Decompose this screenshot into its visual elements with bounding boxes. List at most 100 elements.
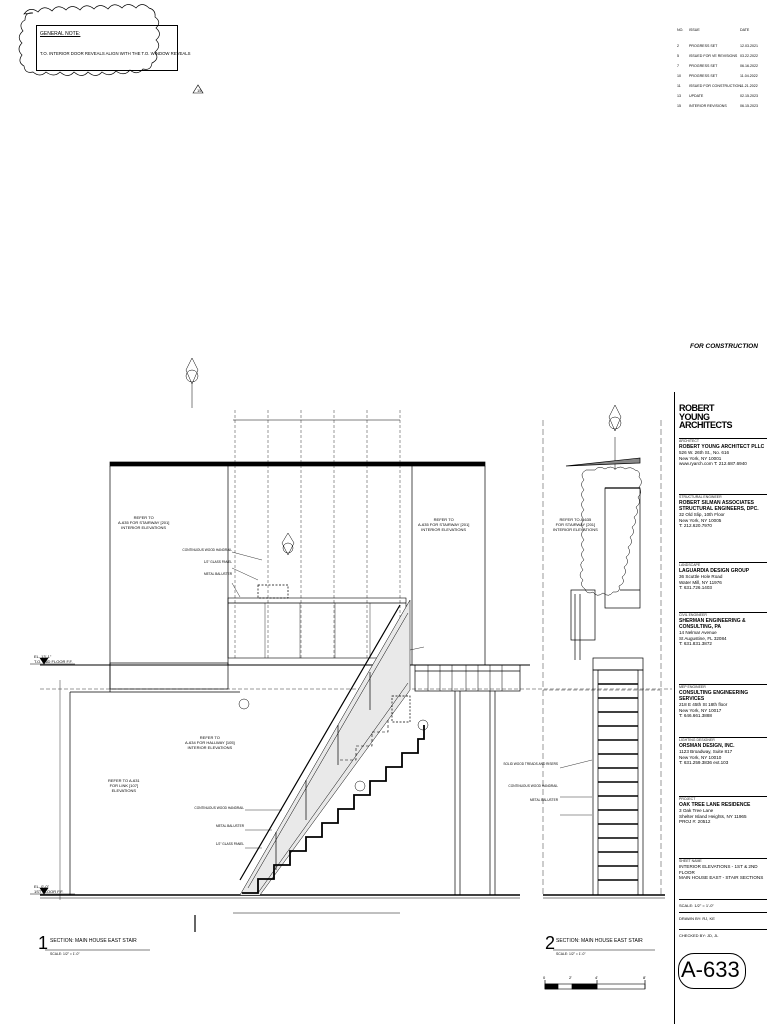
address-line: 36 Scuttle Hole Road (679, 574, 723, 579)
checked-by-info: CHECKED BY: JD, JL (679, 929, 767, 938)
note-handrail: CONTINUOUS WOOD HANDRAIL (194, 806, 244, 810)
revision-issue: INTERIOR REVISIONS (689, 104, 727, 108)
sheet-name-line: INTERIOR ELEVATIONS - 1ST & 2ND FLOOR (679, 864, 758, 875)
note-glass: 1/2" GLASS PANEL (203, 560, 232, 564)
sheet-number: A-633 (681, 957, 740, 982)
section-heading: CIVIL ENGINEER (679, 613, 707, 617)
ref-line: REFER TO (133, 515, 154, 520)
revision-date: 03.22.2022 (740, 54, 758, 58)
revision-row: 2 PROGRESS SET 12.03.2021 (674, 44, 768, 54)
revision-no: 10 (677, 74, 681, 78)
general-note-text: T.O. INTERIOR DOOR REVEALS ALIGN WITH TH… (40, 51, 191, 56)
revision-header-date: DATE (740, 28, 750, 32)
ref-stairway-left: REFER TO A-635 FOR STAIRWAY [201] INTERI… (118, 515, 169, 530)
address-line: St Augustine, FL 32084 (679, 635, 727, 641)
firm-name: ROBERT YOUNG ARCHITECT PLLC (679, 444, 765, 450)
logo-line: ROBERT (679, 403, 715, 413)
note-handrail: CONTINUOUS WOOD HANDRAIL (508, 784, 558, 788)
ref-line: FOR STAIRWAY [201] (555, 522, 596, 527)
general-note-box: GENERAL NOTE: T.O. INTERIOR DOOR REVEALS… (36, 25, 191, 71)
section-heading: SHEET NAME (679, 859, 702, 863)
note-revision-tag: 15 (197, 88, 202, 93)
revision-issue: PROGRESS SET (689, 44, 718, 48)
ref-line: REFER TO A-631 (108, 778, 140, 783)
ref-line: REFER TO (433, 517, 454, 522)
note-baluster: METAL BALUSTER (530, 798, 558, 802)
address-line: 526 W. 26th St., No. 616 (679, 450, 730, 455)
revision-header-issue: ISSUE (689, 28, 700, 32)
level-second-floor: EL. 13'-1" T.O. 2ND FLOOR F.F. (34, 654, 74, 664)
revision-no: 13 (677, 94, 681, 98)
project-info: PROJECT OAK TREE LANE RESIDENCE 3 Oak Tr… (679, 796, 767, 825)
revision-date: 12.03.2021 (740, 44, 758, 48)
level-label: 1ST FLOOR F.F. (34, 889, 64, 894)
ref-line: REFER TO A-635 (559, 517, 592, 522)
contact-line: T: 646.661.3888 (679, 713, 712, 719)
contact-line: T: 631.259.3836 ext.103 (679, 760, 729, 766)
revision-no: 15 (677, 104, 681, 108)
ref-line: REFER TO (199, 735, 220, 740)
revision-row: 5 ISSUED FOR VE REVISIONS 03.22.2022 (674, 54, 768, 64)
section-number: 1 (38, 933, 49, 953)
level-elevation: EL. 0'-0" (34, 884, 50, 889)
revision-header-no: NO. (677, 28, 684, 32)
ref-line: INTERIOR ELEVATIONS (421, 527, 467, 532)
note-baluster: METAL BALUSTER (204, 572, 232, 576)
address-line: New York, NY 10005 (679, 517, 722, 523)
logo-line: YOUNG (679, 411, 710, 422)
address-line: 14 Nelmar Avenue (679, 630, 717, 635)
level-first-floor: EL. 0'-0" 1ST FLOOR F.F. (34, 884, 74, 894)
note-glass: 1/2" GLASS PANEL (215, 842, 244, 846)
section-heading: ARCHITECT (679, 439, 700, 443)
section-1-caption: 1 (38, 933, 48, 954)
structural-engineer-info: STRUCTURAL ENGINEER ROBERT SILMAN ASSOCI… (679, 494, 767, 529)
revision-no: 7 (677, 64, 679, 68)
firm-name: LAGUARDIA DESIGN GROUP (679, 568, 750, 574)
revision-row: 11 ISSUED FOR CONSTRUCTION 11.21.2022 (674, 84, 768, 94)
logo-line: ARCHITECTS (679, 420, 733, 430)
revision-issue: ISSUED FOR CONSTRUCTION (689, 84, 741, 88)
landscape-info: LANDSCAPE LAGUARDIA DESIGN GROUP 36 Scut… (679, 562, 767, 591)
ref-link: REFER TO A-631 FOR LINK [107] ELEVATIONS (108, 778, 140, 793)
revision-no: 2 (677, 44, 679, 48)
scale-bar-label: 4' (595, 975, 598, 980)
stair-notes-lower: CONTINUOUS WOOD HANDRAIL METAL BALUSTER … (186, 806, 244, 846)
for-construction-stamp: FOR CONSTRUCTION (690, 343, 758, 350)
civil-engineer-info: CIVIL ENGINEER SHERMAN ENGINEERING & CON… (679, 612, 767, 647)
note-treads: SOLID WOOD TREADS AND RISERS (503, 762, 558, 766)
ref-line: A-635 FOR STAIRWAY [201] (118, 520, 170, 525)
general-note-title: GENERAL NOTE: (40, 31, 81, 37)
revision-date: 02.15.2023 (740, 94, 758, 98)
address-line: New York, NY 10017 (679, 707, 722, 713)
revision-no: 5 (677, 54, 679, 58)
revision-date: 11.21.2022 (740, 84, 758, 88)
note-baluster: METAL BALUSTER (216, 824, 244, 828)
revision-date: 11.04.2022 (740, 74, 758, 78)
architect-info: ARCHITECT ROBERT YOUNG ARCHITECT PLLC 52… (679, 438, 767, 467)
firm-name: CONSULTING ENGINEERING SERVICES (679, 690, 749, 702)
contact-line: www.ryarch.com T: 212.687.6940 (679, 461, 747, 467)
scale-bar-label: 8' (643, 975, 646, 980)
revision-issue: UPDATE (689, 94, 704, 98)
ref-stairway-mid: REFER TO A-635 FOR STAIRWAY [201] INTERI… (418, 517, 469, 532)
revision-row: 7 PROGRESS SET 06.16.2022 (674, 64, 768, 74)
section-heading: LANDSCAPE (679, 563, 701, 567)
ref-hallway: REFER TO A-634 FOR HALLWAY [105] INTERIO… (185, 735, 235, 750)
contact-line: T: 631.726.1403 (679, 585, 712, 591)
revision-table: NO. ISSUE DATE 2 PROGRESS SET 12.03.2021… (674, 28, 768, 114)
mep-engineer-info: MEP ENGINEER CONSULTING ENGINEERING SERV… (679, 684, 767, 719)
revision-row: 10 PROGRESS SET 11.04.2022 (674, 74, 768, 84)
revision-row: 15 INTERIOR REVISIONS 06.15.2023 (674, 104, 768, 114)
address-line: 218 E 45th St 18th floor (679, 702, 728, 707)
project-name: OAK TREE LANE RESIDENCE (679, 802, 751, 808)
revision-date: 06.15.2023 (740, 104, 758, 108)
revision-issue: PROGRESS SET (689, 74, 718, 78)
lighting-designer-info: LIGHTING DESIGNER ORSMAN DESIGN, INC. 11… (679, 737, 767, 766)
address-line: Shelter Island Heights, NY 11965 (679, 813, 747, 819)
ref-line: INTERIOR ELEVATIONS (553, 527, 598, 532)
section-number: 2 (545, 933, 556, 953)
project-number: PROJ #: 20512 (679, 819, 711, 825)
section-1-scale: SCALE: 1/2" = 1'-0" (50, 952, 80, 956)
ref-line: A-635 FOR STAIRWAY [201] (418, 522, 470, 527)
section-2-title: SECTION: MAIN HOUSE EAST STAIR (556, 938, 643, 944)
